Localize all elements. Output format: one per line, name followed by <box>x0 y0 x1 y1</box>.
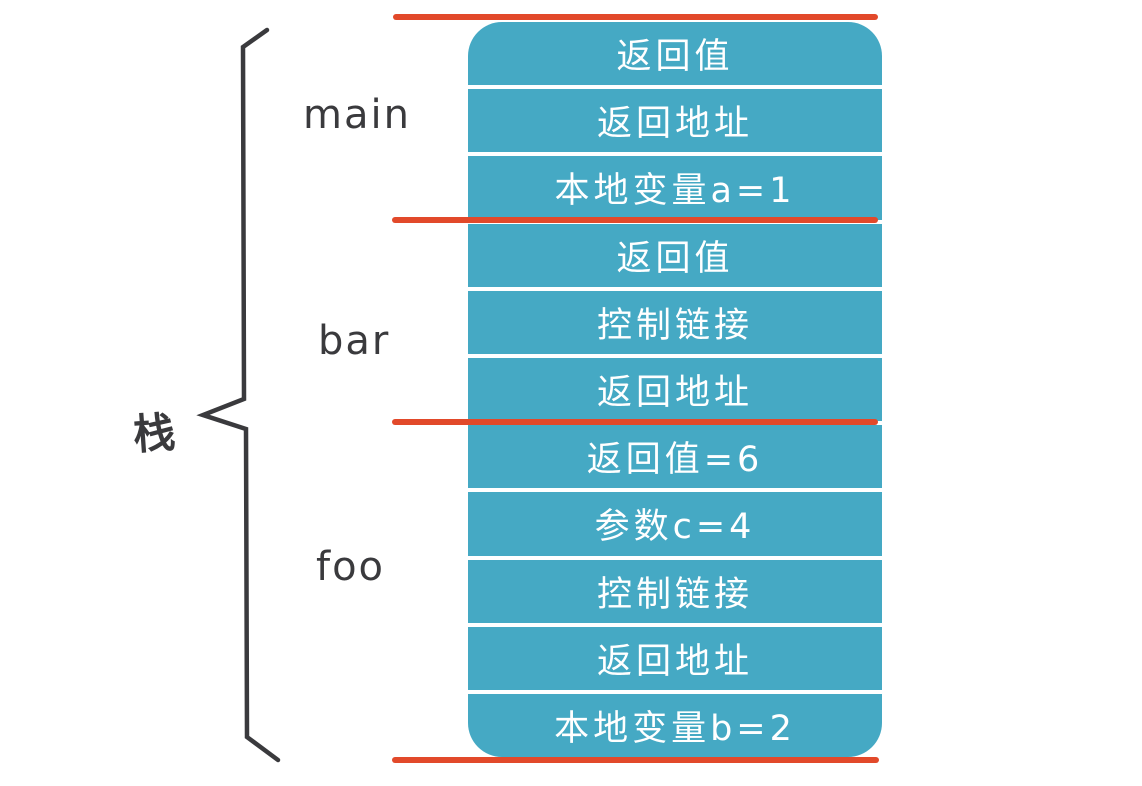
frame-label-bar: bar <box>318 318 391 364</box>
stack-box: 返回值 返回地址 本地变量a=1 返回值 控制链接 返回地址 返回值=6 参数c… <box>468 22 882 757</box>
frame-divider-line-bottom <box>392 757 879 763</box>
stack-slot-bar-return-address: 返回地址 <box>468 357 882 422</box>
stack-slot-main-local-var-a: 本地变量a=1 <box>468 156 882 220</box>
stack-slot-foo-local-var-b: 本地变量b=2 <box>468 693 882 757</box>
frame-divider-line-bar-foo <box>392 419 878 425</box>
stack-slot-main-return-value: 返回值 <box>468 22 882 86</box>
stack-slot-main-return-address: 返回地址 <box>468 89 882 153</box>
stack-slot-foo-param-c: 参数c=4 <box>468 492 882 556</box>
stack-slot-foo-control-link: 控制链接 <box>468 559 882 623</box>
stack-brace-icon <box>196 27 281 763</box>
frame-label-foo: foo <box>316 544 386 590</box>
frame-divider-line-main-bar <box>392 217 878 223</box>
stack-slot-bar-control-link: 控制链接 <box>468 290 882 354</box>
stack-label: 栈 <box>131 407 177 460</box>
frame-divider-line-top <box>393 14 878 20</box>
frame-label-main: main <box>303 92 411 138</box>
stack-slot-bar-return-value: 返回值 <box>468 223 882 287</box>
stack-slot-foo-return-address: 返回地址 <box>468 626 882 690</box>
stack-slot-foo-return-value: 返回值=6 <box>468 425 882 489</box>
